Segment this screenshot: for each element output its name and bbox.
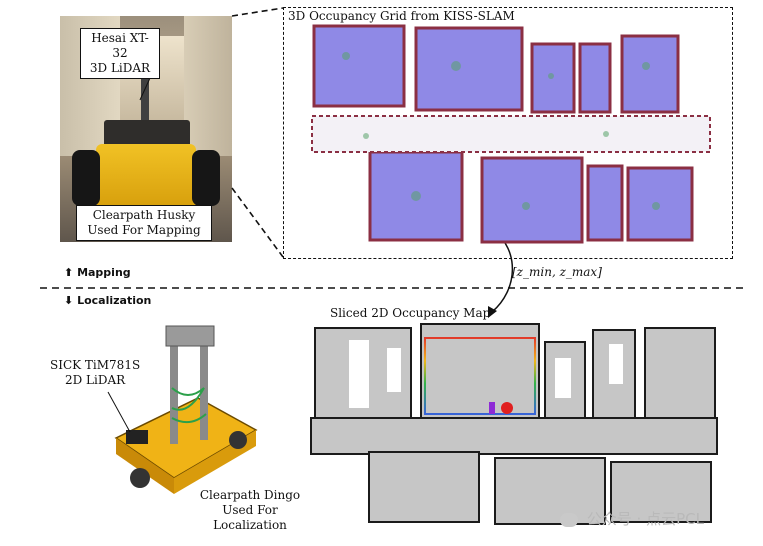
dingo-robot-label-line1: Clearpath Dingo [199,488,301,502]
husky-robot-label: Clearpath Husky Used For Mapping [76,205,212,241]
room-2d [494,457,606,525]
watermark-text: 公众号 · 点云PCL [586,510,704,528]
room-3d [312,24,406,108]
map2d-title: Sliced 2D Occupancy Map [330,306,491,320]
dingo-robot-label: Clearpath Dingo Used For Localization [190,488,310,533]
dingo-wheel [229,431,247,449]
husky-wheel-left [72,150,100,206]
room-3d [586,164,624,242]
room-3d [620,34,680,114]
dingo-wheel [130,468,150,488]
localization-section: ⬇ Localization [64,294,151,307]
husky-wheel-right [192,150,220,206]
room-2d [644,327,716,421]
husky-robot-label-line2: Used For Mapping [87,223,201,237]
lidar-mast [141,70,149,122]
dingo-lidar-label-line1: SICK TiM781S [50,358,141,372]
room-2d [420,323,540,421]
grid3d-title: 3D Occupancy Grid from KISS-SLAM [288,9,515,23]
husky-lidar-label-line1: Hesai XT-32 [91,31,149,60]
husky-robot-label-line1: Clearpath Husky [92,208,196,222]
room-3d [578,42,612,114]
husky-yellow-body [96,144,196,208]
dingo-lidar-label-line2: 2D LiDAR [64,373,126,387]
room-2d [610,461,712,523]
husky-lidar-label-line2: 3D LiDAR [89,61,151,75]
sliced-2d-occupancy-map [310,323,718,525]
lidar-scan-hit [489,402,495,414]
room-3d [480,156,584,244]
z-range-label: [z_min, z_max] [512,265,602,279]
dingo-robot-label-line2: Used For Localization [213,503,287,532]
husky-lidar-label: Hesai XT-32 3D LiDAR [80,28,160,79]
room-3d [414,26,524,112]
room-2d [368,451,480,523]
dingo-2d-lidar [126,430,148,444]
wechat-icon [560,512,578,527]
arrow-up-icon: ⬆ [64,266,74,279]
dingo-lidar-label: SICK TiM781S 2D LiDAR [50,358,140,388]
dingo-robot-photo [114,325,258,494]
corridor-wall-right [184,16,232,156]
occupancy-grid-3d-frame [283,7,733,259]
watermark: 公众号 · 点云PCL [560,508,704,529]
room-3d [626,166,694,242]
occupancy-grid-3d-map [311,24,711,244]
corridor-3d [311,115,711,153]
mapping-section-label: Mapping [77,266,131,279]
dingo-top-plate [165,325,215,347]
arrow-down-icon: ⬇ [64,294,74,307]
localization-section-label: Localization [77,294,152,307]
corridor-2d [310,417,718,455]
mapping-section: ⬆ Mapping [64,266,131,279]
robot-position-marker [501,402,513,414]
